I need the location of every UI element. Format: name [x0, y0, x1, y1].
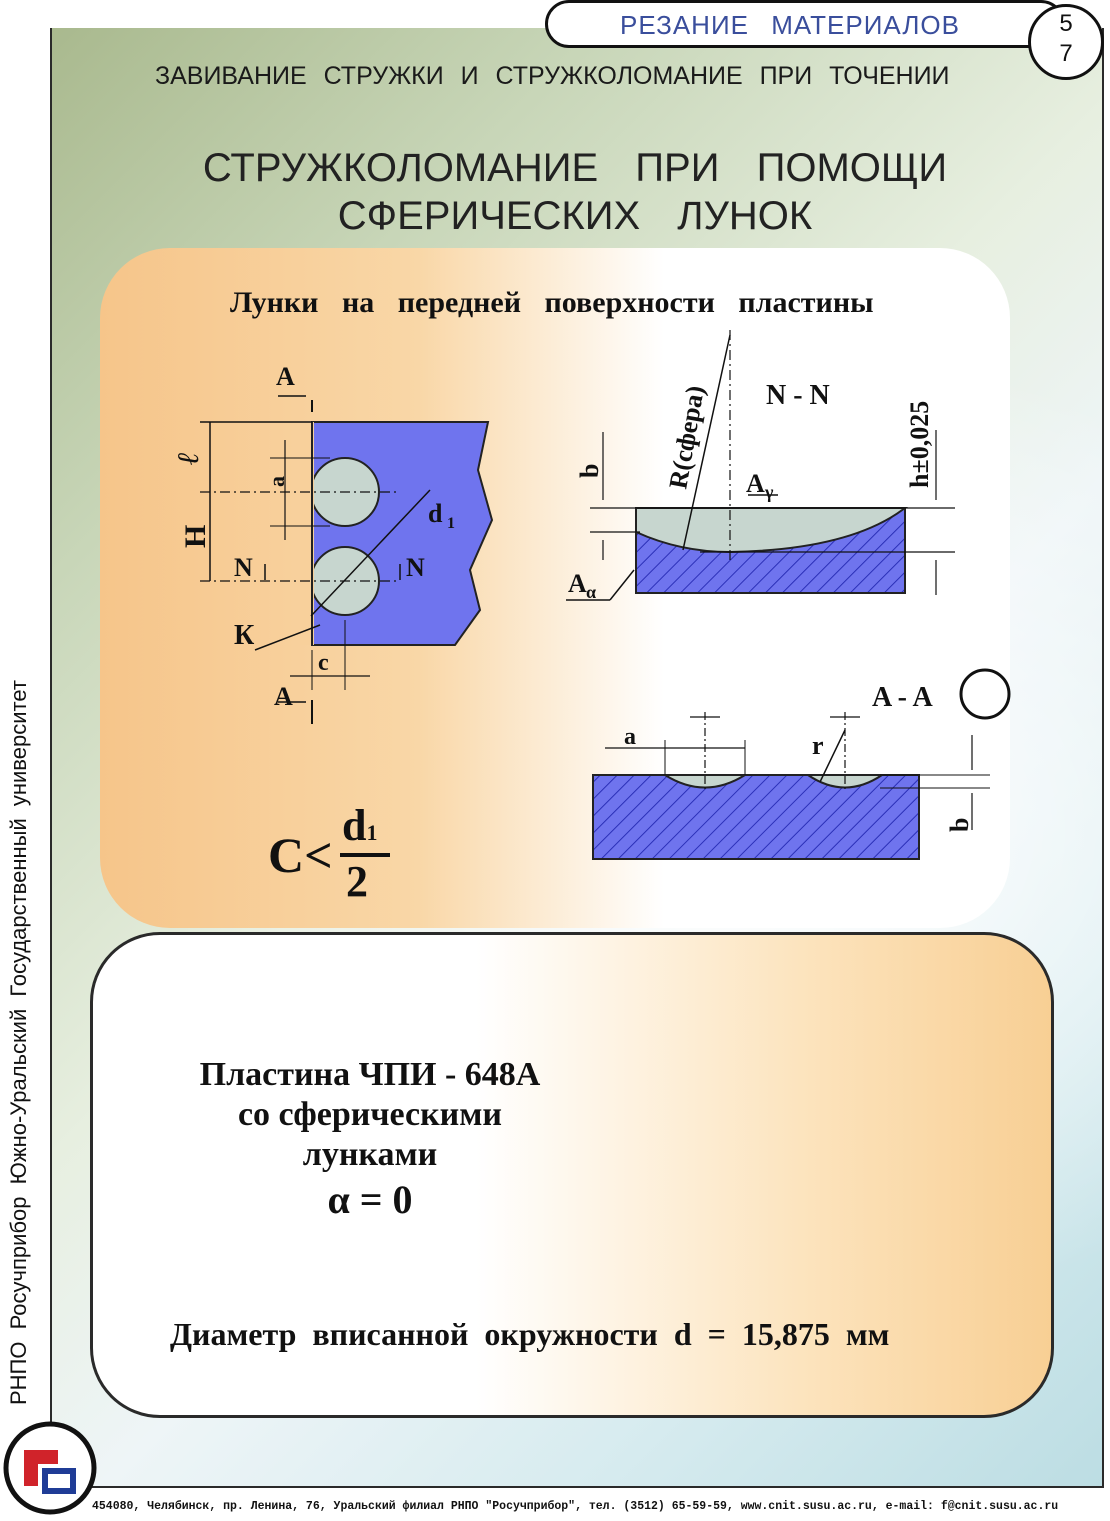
label-b-nn: b [575, 464, 604, 478]
formula-fraction-bar [340, 853, 390, 857]
page-number-bottom: 7 [1059, 40, 1073, 67]
formula-numerator-sub: 1 [366, 820, 378, 845]
label-h: H [179, 525, 212, 548]
formula-c-lhs: C< [268, 827, 333, 883]
footer-address: 454080, Челябинск, пр. Ленина, 76, Ураль… [92, 1500, 1059, 1513]
label-a-gamma: A [746, 469, 765, 498]
section-n-n [566, 330, 955, 601]
diameter-line: Диаметр вписанной окружности d = 15,875 … [170, 1316, 890, 1352]
insert-panel [90, 932, 1054, 1418]
label-r-sphere: R(сфера) [663, 383, 710, 491]
frame-border-bottom [50, 1486, 1104, 1488]
section-tab [545, 0, 1065, 48]
chapter-subtitle: ЗАВИВАНИЕ СТРУЖКИ И СТРУЖКОЛОМАНИЕ ПРИ Т… [155, 62, 950, 90]
sidebar-vertical-text: РНПО Росучприбор Южно-Уральский Государс… [6, 680, 31, 1405]
panel-heading: Лунки на передней поверхности пластины [230, 286, 874, 319]
page-number-badge [1028, 4, 1104, 80]
label-a-left: a [264, 476, 289, 487]
label-a-bottom: A [274, 682, 293, 711]
page-title-line2: СФЕРИЧЕСКИХ ЛУНОК [337, 194, 813, 238]
formula-numerator: d1 [342, 800, 377, 851]
label-d: d [428, 499, 443, 528]
frame-border-right [1102, 28, 1104, 1488]
page-number-top: 5 [1059, 10, 1073, 37]
label-section-nn: N - N [766, 380, 830, 411]
label-r-aa: r [812, 731, 824, 760]
insert-caption-line2: со сферическими [237, 1096, 503, 1133]
plan-view [200, 395, 494, 724]
label-b-aa: b [945, 818, 974, 832]
alpha-equation: α = 0 [327, 1177, 413, 1222]
label-l: ℓ [172, 452, 205, 465]
label-section-aa: A - A [872, 682, 933, 713]
section-label: РЕЗАНИЕ МАТЕРИАЛОВ [620, 10, 960, 40]
label-c: c [318, 650, 329, 676]
label-d-sub: 1 [447, 515, 455, 532]
label-a-alpha: A [568, 569, 587, 598]
logo-icon [3, 1421, 97, 1515]
formula-denominator: 2 [346, 857, 368, 906]
frame-border-left [50, 28, 52, 1488]
insert-caption-line1: Пластина ЧПИ - 648А [199, 1056, 541, 1093]
label-a-aa: a [624, 724, 636, 750]
label-a-top: A [276, 362, 295, 391]
label-k: К [234, 620, 255, 651]
insert-caption-line3: лунками [302, 1136, 438, 1173]
label-gamma: γ [764, 482, 774, 502]
label-n-left: N [234, 553, 253, 582]
section-a-a [592, 668, 1011, 860]
page-title-line1: СТРУЖКОЛОМАНИЕ ПРИ ПОМОЩИ [202, 146, 948, 190]
formula-numerator-d: d [342, 801, 367, 850]
label-h-tol: h±0,025 [905, 401, 934, 488]
label-alpha: α [586, 582, 596, 602]
label-n-right: N [406, 553, 425, 582]
